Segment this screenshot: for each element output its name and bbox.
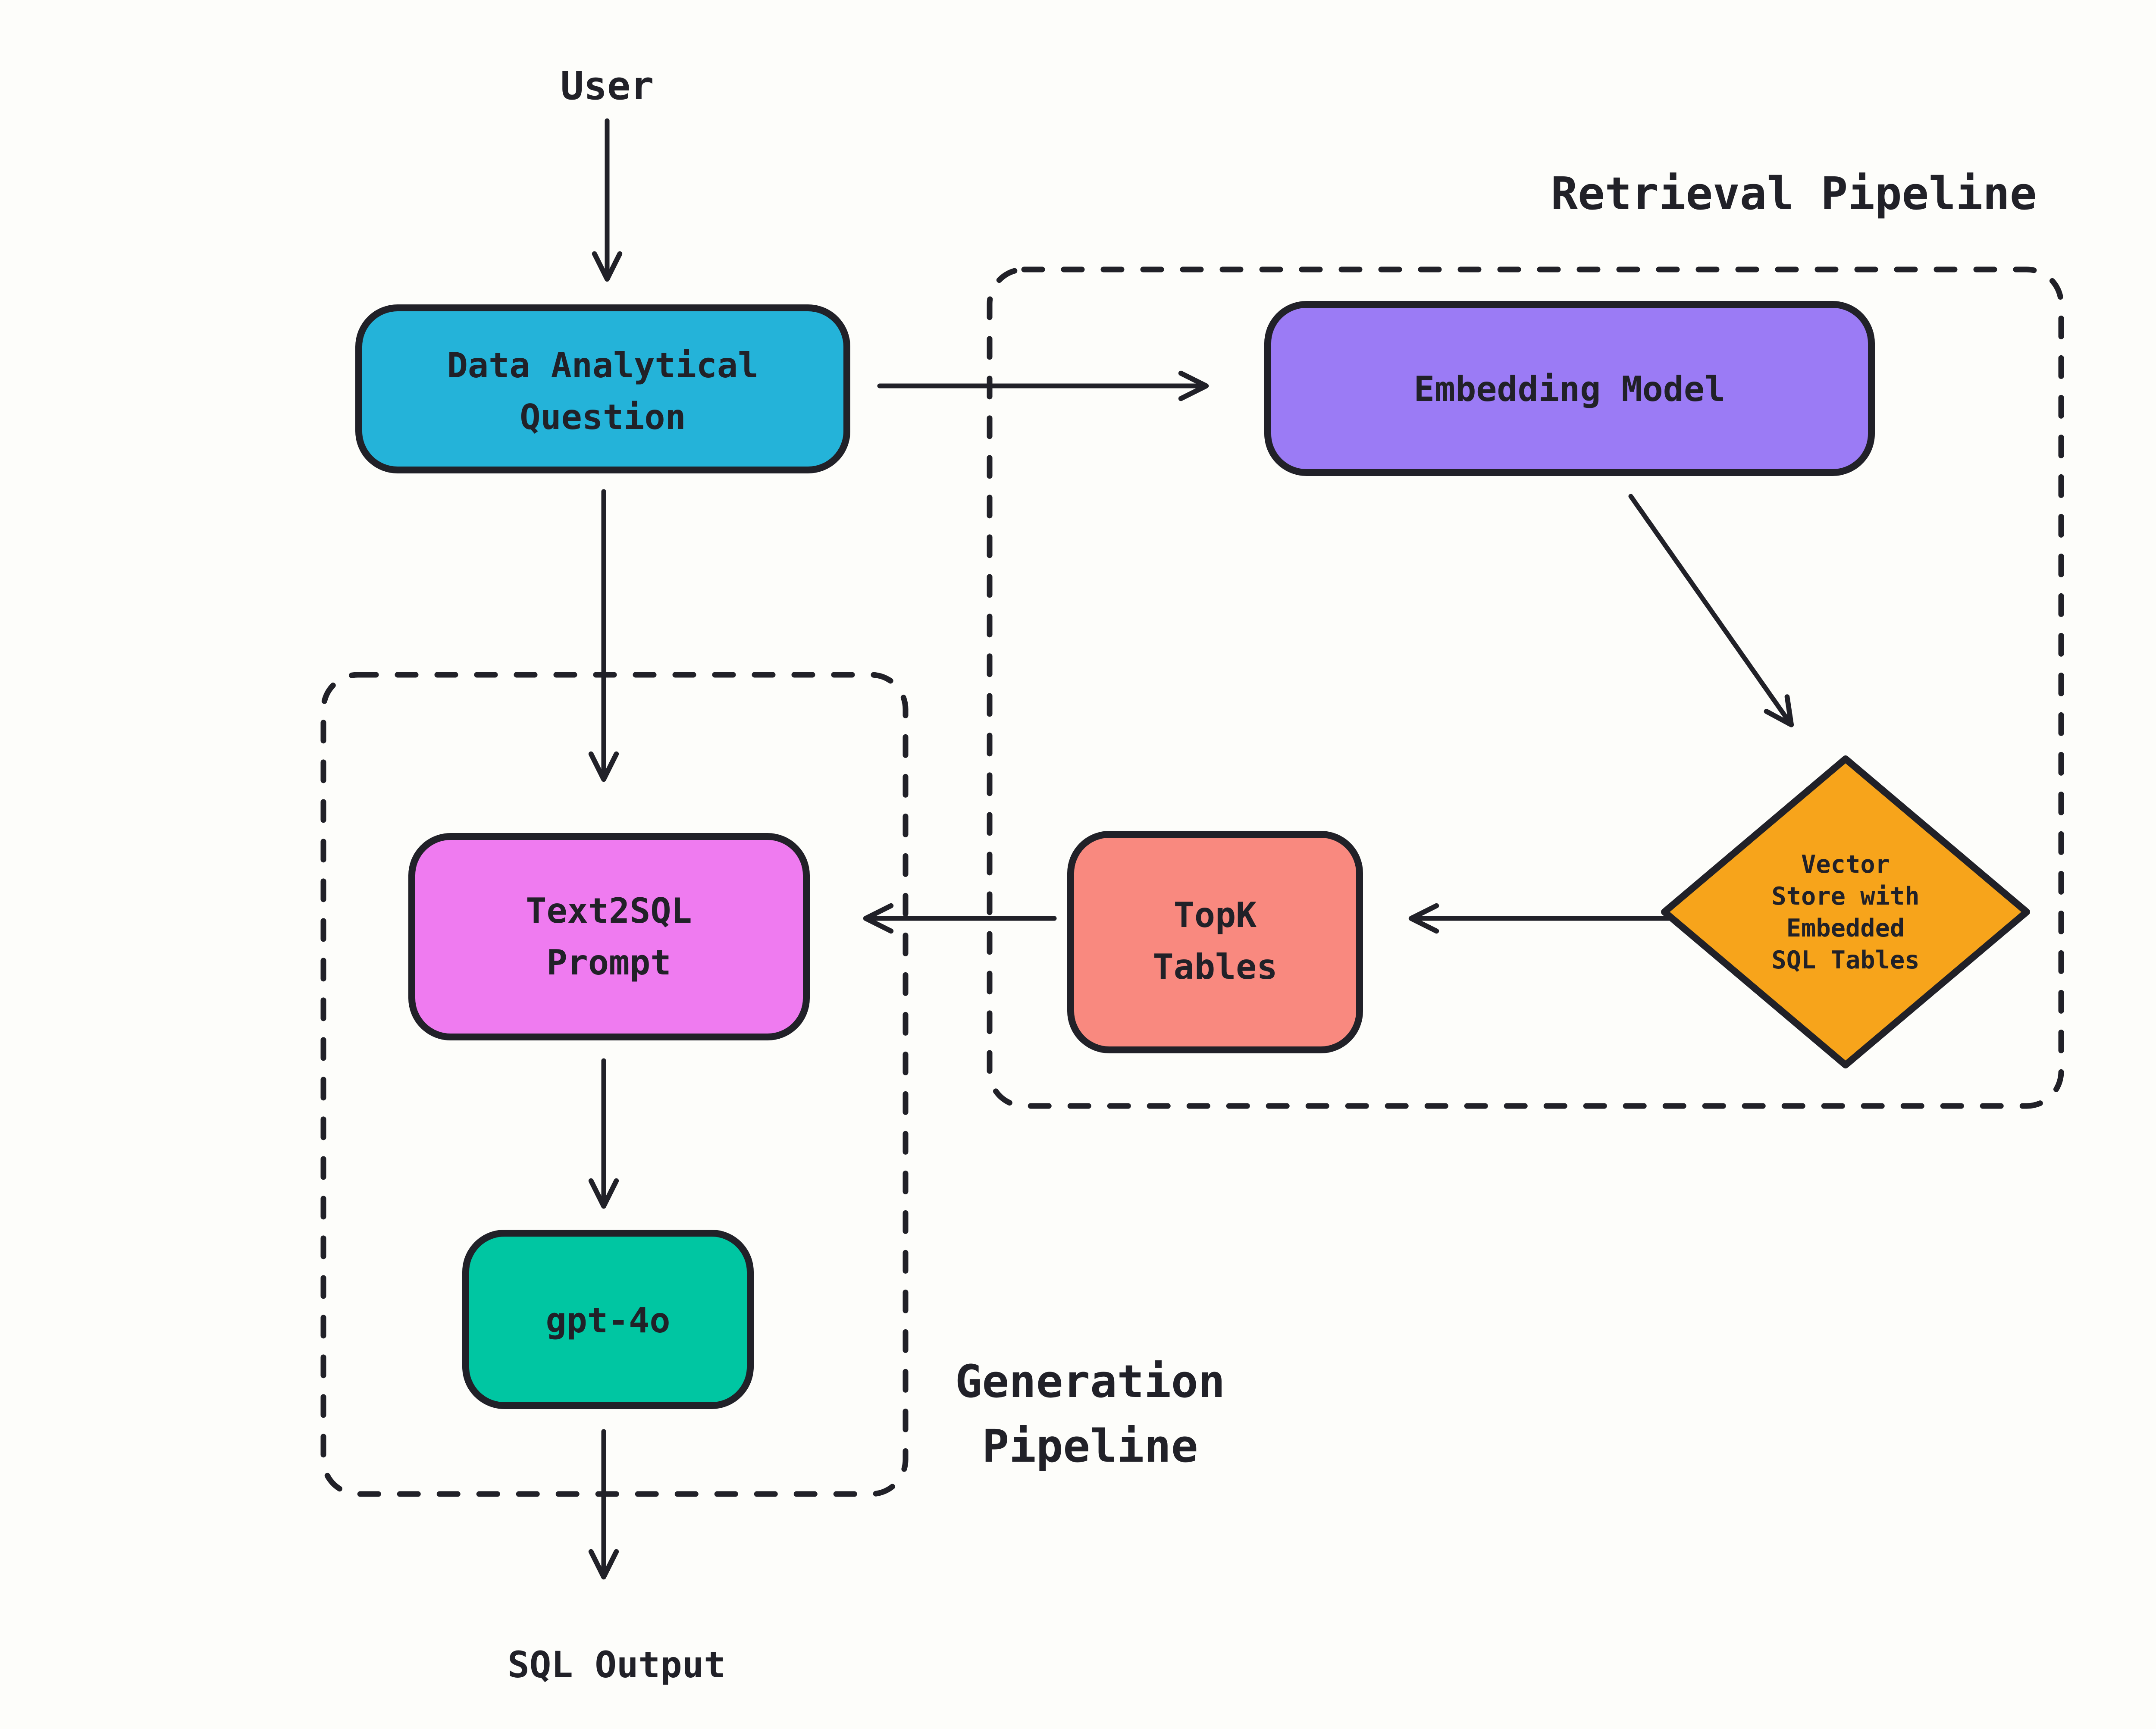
question-node-label-line1: Data Analytical bbox=[447, 345, 758, 385]
text2sql-prompt-node: Text2SQL Prompt bbox=[408, 833, 810, 1040]
vector-store-label-line1: Vector bbox=[1801, 850, 1890, 879]
generation-pipeline-title-line1: Generation bbox=[955, 1355, 1225, 1408]
question-node: Data Analytical Question bbox=[355, 304, 850, 473]
vector-store-label-line2: Store with bbox=[1771, 882, 1919, 911]
embedding-model-node: Embedding Model bbox=[1264, 301, 1875, 476]
retrieval-pipeline-title: Retrieval Pipeline bbox=[1551, 167, 2037, 220]
question-node-label-line2: Question bbox=[520, 397, 686, 437]
vector-store-node: Vector Store with Embedded SQL Tables bbox=[1661, 755, 2030, 1068]
embedding-model-node-label: Embedding Model bbox=[1414, 369, 1725, 409]
text2sql-prompt-node-shape bbox=[408, 833, 810, 1040]
topk-tables-label-line1: TopK bbox=[1174, 895, 1257, 935]
embedding-model-node-shape bbox=[1264, 301, 1875, 476]
gpt4o-node-label: gpt-4o bbox=[546, 1300, 671, 1341]
topk-tables-node: TopK Tables bbox=[1067, 831, 1363, 1053]
vector-store-label-line4: SQL Tables bbox=[1771, 946, 1919, 974]
gpt4o-node: gpt-4o bbox=[462, 1230, 754, 1409]
generation-pipeline-title-line2: Pipeline bbox=[982, 1420, 1198, 1472]
sql-output-label: SQL Output bbox=[508, 1644, 726, 1686]
user-label: User bbox=[561, 63, 654, 109]
topk-tables-label-line2: Tables bbox=[1153, 947, 1278, 987]
retrieval-pipeline-group-border bbox=[987, 266, 2064, 1109]
question-node-shape bbox=[355, 304, 850, 473]
arrow-embedding-to-vector-store bbox=[1628, 494, 1794, 727]
text2sql-prompt-label-line2: Prompt bbox=[547, 943, 671, 983]
vector-store-label-line3: Embedded bbox=[1786, 914, 1905, 943]
text2sql-prompt-label-line1: Text2SQL bbox=[526, 891, 692, 931]
vector-store-node-shape bbox=[1661, 755, 2030, 1068]
gpt4o-node-shape bbox=[462, 1230, 754, 1409]
topk-tables-node-shape bbox=[1067, 831, 1363, 1053]
generation-pipeline-group-border bbox=[320, 672, 909, 1497]
